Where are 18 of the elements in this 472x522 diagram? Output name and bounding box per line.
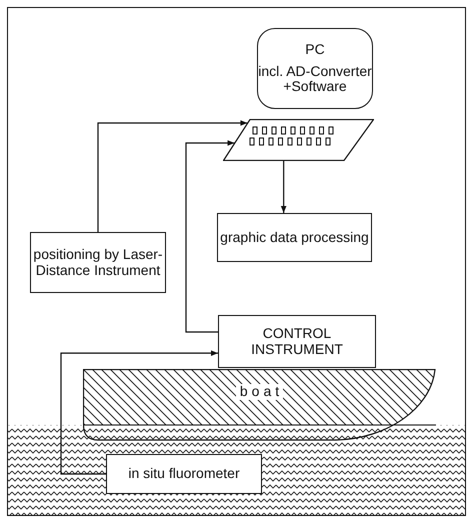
boat-label: boat [236, 384, 284, 400]
arrow [60, 350, 218, 475]
arrow [185, 140, 235, 333]
instrument-box [106, 454, 262, 494]
node-label: graphic data processing [220, 230, 369, 246]
boat-drawing [83, 369, 436, 441]
node-label: incl. AD-Converter +Software [258, 64, 372, 95]
instrument-box [218, 315, 376, 368]
process-box [217, 213, 372, 262]
node-label: positioning by Laser-Distance Instrument [32, 247, 164, 278]
computer-box [257, 28, 373, 109]
arrow [280, 161, 286, 213]
node-title: PC [305, 42, 325, 58]
node-label: in situ fluorometer [128, 466, 240, 482]
arrow [97, 120, 248, 232]
node-label: CONTROL INSTRUMENT [250, 326, 344, 357]
instrument-box [30, 232, 166, 293]
keyboard-drawing [223, 119, 374, 161]
